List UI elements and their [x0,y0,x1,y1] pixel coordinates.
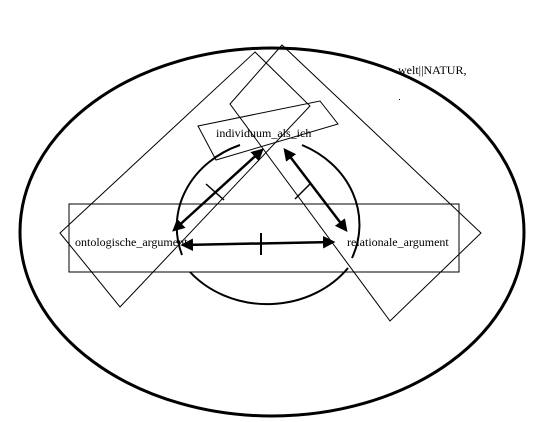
tick-top-right [294,183,311,200]
inner-circle [175,144,361,306]
label-world-natur: welt||NATUR, [398,63,467,77]
right-diagonal-rectangle [229,44,482,322]
arrow-top-right [283,148,348,232]
world-ellipse [18,46,526,418]
left-diagonal-rectangle [59,51,311,308]
arrow-left-right [180,235,336,252]
label-ontologische-argument: ontologische_argument [75,235,188,249]
arrow-left-top [172,148,264,232]
label-relationale-argument: relationale_argument [347,235,449,249]
stray-dot [399,99,400,100]
tick-left-top [205,183,225,201]
label-individuum-als-ich: individuum_als_ich [216,126,312,140]
horizontal-rectangle [68,203,460,273]
